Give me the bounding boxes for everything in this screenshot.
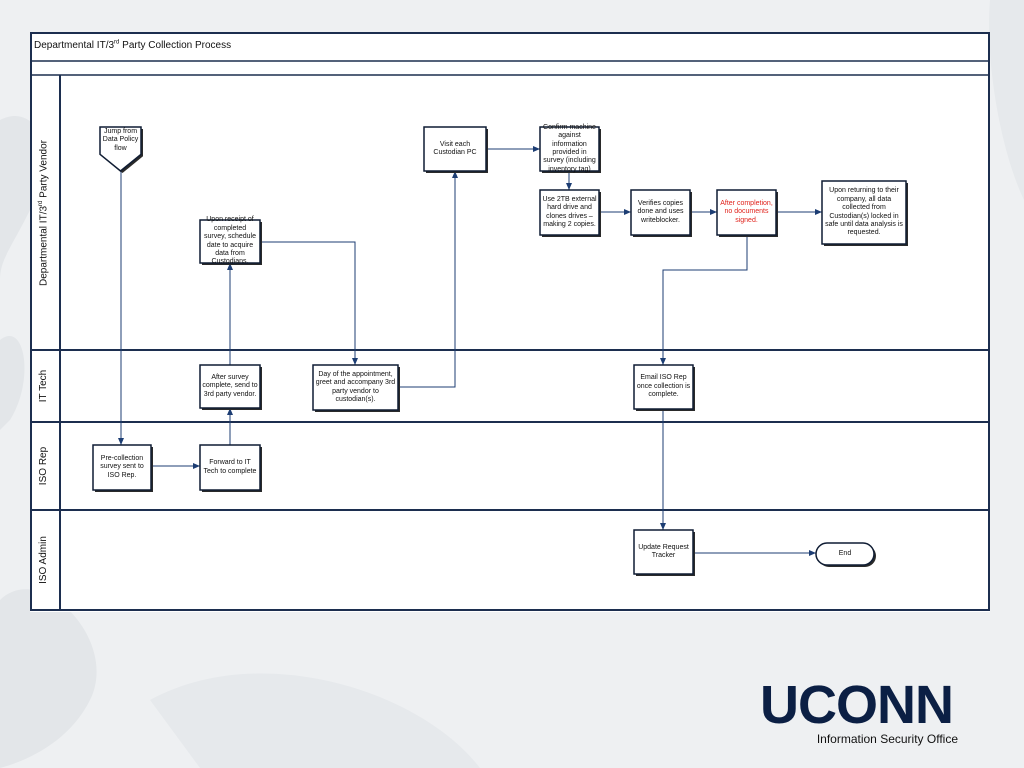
uconn-logo: UCONN bbox=[760, 675, 954, 735]
title-prefix: Departmental IT/3 bbox=[34, 40, 115, 51]
lane-label-text: ISO Admin bbox=[38, 536, 49, 584]
node-aftercompletion bbox=[716, 189, 777, 236]
lane-label-vendor: Departmental IT/3rd Party Vendor bbox=[38, 80, 52, 345]
node-jump bbox=[99, 126, 142, 172]
node-update bbox=[633, 529, 694, 575]
title-suffix: Party Collection Process bbox=[119, 40, 232, 51]
edge-aftercompletion-to-emailiso bbox=[660, 235, 748, 365]
node-verifies bbox=[630, 189, 691, 236]
node-visit bbox=[423, 126, 487, 172]
logo-subtitle: Information Security Office bbox=[816, 732, 958, 746]
frame-border bbox=[30, 32, 990, 611]
node-precollect bbox=[92, 444, 152, 491]
edge-dayof-to-visit bbox=[398, 171, 458, 388]
node-end bbox=[815, 542, 875, 566]
edge-uponreceipt-to-dayof bbox=[260, 241, 358, 365]
lane-label-text: Departmental IT/3 bbox=[38, 205, 49, 286]
flowchart bbox=[30, 32, 990, 612]
flowchart-canvas bbox=[30, 32, 990, 611]
node-aftersurvey bbox=[199, 364, 261, 409]
lane-label-isorep: ISO Rep bbox=[38, 427, 52, 505]
title-sup: rd bbox=[114, 39, 120, 46]
lane-label-isoadmin: ISO Admin bbox=[38, 515, 52, 605]
node-forward bbox=[199, 444, 261, 491]
node-uponreceipt bbox=[199, 219, 261, 264]
lane-label-ittech: IT Tech bbox=[38, 355, 52, 417]
lane-label-text: ISO Rep bbox=[38, 446, 49, 486]
node-use2tb bbox=[539, 189, 600, 236]
lane-label-sup: rd bbox=[37, 200, 44, 206]
node-confirm bbox=[539, 126, 600, 172]
lane-label-suffix: Party Vendor bbox=[38, 139, 49, 201]
diagram-title: Departmental IT/3rd Party Collection Pro… bbox=[34, 40, 231, 51]
node-returning bbox=[821, 180, 907, 245]
lane-label-text: IT Tech bbox=[38, 369, 49, 403]
node-dayof bbox=[312, 364, 399, 411]
node-emailiso bbox=[633, 364, 694, 410]
